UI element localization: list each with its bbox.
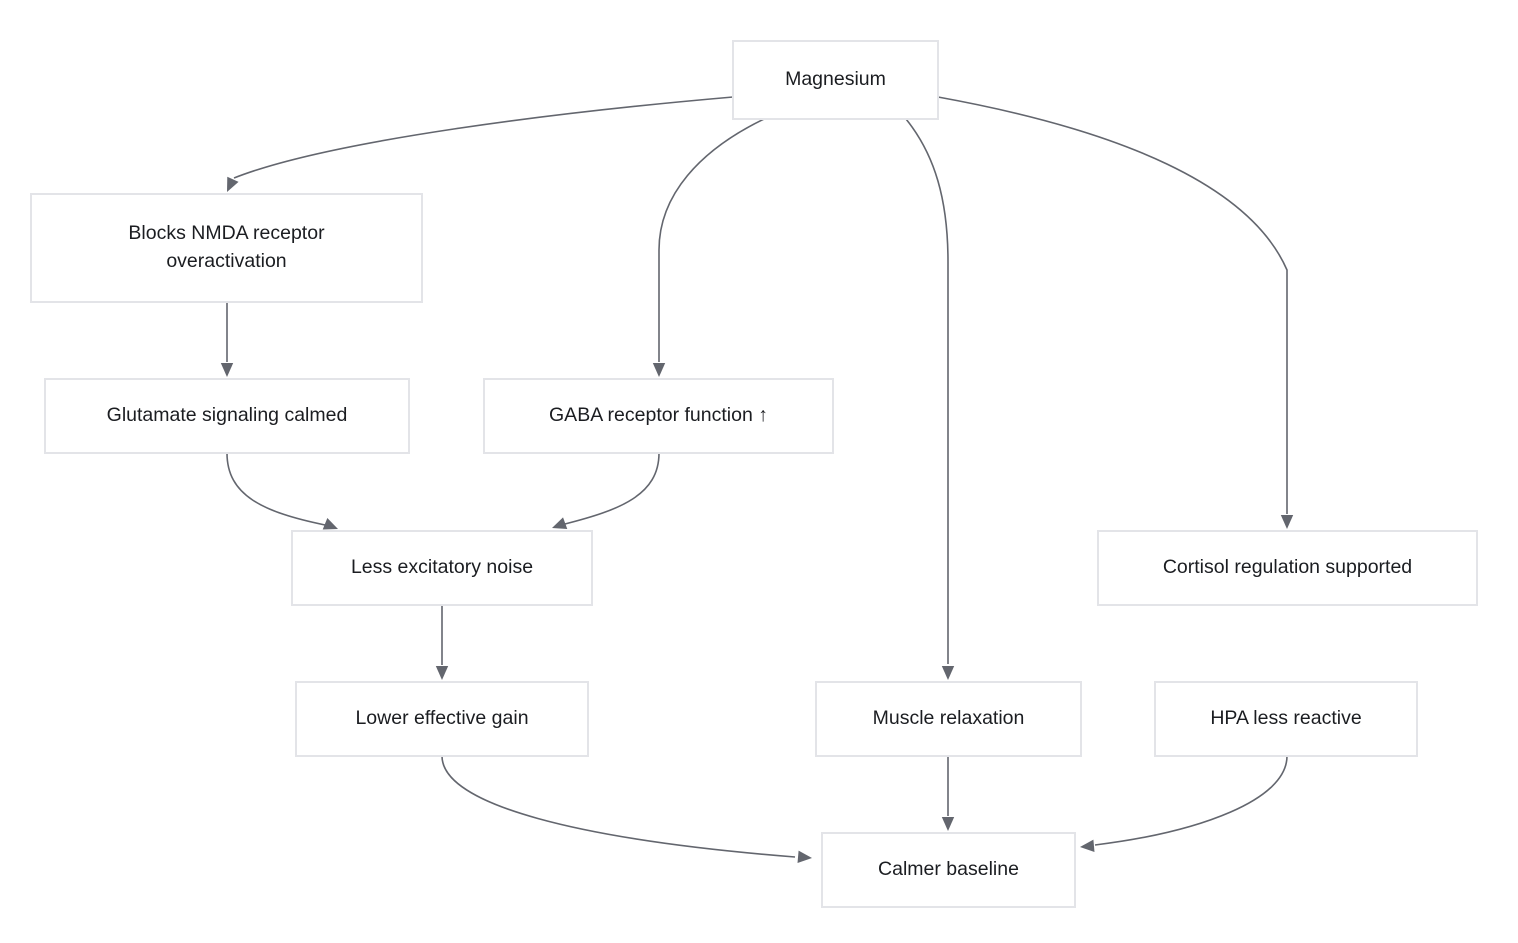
node-label: GABA receptor function ↑: [549, 404, 768, 426]
node-label: Lower effective gain: [355, 707, 528, 729]
node-label-line: overactivation: [166, 250, 286, 272]
edge-line: [658, 118, 765, 362]
edge-line: [1094, 755, 1288, 846]
arrowhead-icon: [652, 363, 666, 377]
node-cortisol[interactable]: Cortisol regulation supported: [1097, 530, 1478, 606]
edge-line: [905, 118, 949, 664]
node-box[interactable]: [1154, 681, 1418, 757]
edge-nmda-to-glutamate: [220, 302, 234, 377]
node-noise[interactable]: Less excitatory noise: [291, 530, 593, 606]
edge-line: [233, 96, 734, 179]
arrowhead-icon: [220, 363, 234, 377]
node-label-line: GABA receptor function ↑: [549, 404, 768, 426]
node-box[interactable]: [295, 681, 589, 757]
edge-glutamate-to-noise: [226, 452, 338, 530]
node-box[interactable]: [483, 378, 834, 454]
node-glutamate[interactable]: Glutamate signaling calmed: [44, 378, 410, 454]
node-label-line: Lower effective gain: [355, 707, 528, 729]
node-box[interactable]: [1097, 530, 1478, 606]
node-gaba[interactable]: GABA receptor function ↑: [483, 378, 834, 454]
edge-magnesium-to-muscle: [905, 118, 955, 680]
arrowhead-icon: [797, 850, 812, 863]
edge-line: [937, 96, 1288, 514]
node-box[interactable]: [815, 681, 1082, 757]
node-box[interactable]: [30, 193, 423, 303]
arrowhead-icon: [1080, 839, 1095, 852]
node-gain[interactable]: Lower effective gain: [295, 681, 589, 757]
edge-magnesium-to-nmda: [227, 96, 734, 192]
edge-magnesium-to-gaba: [652, 118, 765, 377]
node-label-line: Blocks NMDA receptor: [128, 222, 325, 244]
node-box[interactable]: [44, 378, 410, 454]
arrowhead-icon: [227, 176, 239, 192]
arrowhead-icon: [322, 518, 338, 530]
edge-line: [564, 452, 660, 525]
edge-noise-to-gain: [435, 605, 449, 680]
edge-muscle-to-calmer: [941, 756, 955, 831]
node-label: Cortisol regulation supported: [1163, 556, 1412, 578]
node-label-line: Less excitatory noise: [351, 556, 533, 578]
edge-magnesium-to-cortisol: [937, 96, 1294, 529]
node-label: Glutamate signaling calmed: [107, 404, 348, 426]
arrowhead-icon: [435, 666, 449, 680]
edge-gain-to-calmer: [441, 755, 812, 863]
node-box[interactable]: [732, 40, 939, 120]
node-label-line: Muscle relaxation: [873, 707, 1025, 729]
node-muscle[interactable]: Muscle relaxation: [815, 681, 1082, 757]
node-magnesium[interactable]: Magnesium: [732, 40, 939, 120]
edges-layer: [220, 96, 1294, 863]
edge-line: [441, 755, 796, 858]
node-label: Muscle relaxation: [873, 707, 1025, 729]
node-calmer[interactable]: Calmer baseline: [821, 832, 1076, 908]
node-box[interactable]: [821, 832, 1076, 908]
node-label: Blocks NMDA receptor overactivation: [128, 222, 325, 272]
node-label-line: HPA less reactive: [1210, 707, 1361, 729]
node-label-line: Cortisol regulation supported: [1163, 556, 1412, 578]
node-label: HPA less reactive: [1210, 707, 1361, 729]
node-nmda[interactable]: Blocks NMDA receptor overactivation: [30, 193, 423, 303]
arrowhead-icon: [941, 666, 955, 680]
node-label: Magnesium: [785, 68, 886, 90]
edge-gaba-to-noise: [552, 452, 660, 530]
edge-line: [226, 452, 326, 526]
node-box[interactable]: [291, 530, 593, 606]
edge-hpa-to-calmer: [1080, 755, 1288, 852]
arrowhead-icon: [1280, 515, 1294, 529]
node-label-line: Magnesium: [785, 68, 886, 90]
arrowhead-icon: [941, 817, 955, 831]
node-label: Less excitatory noise: [351, 556, 533, 578]
arrowhead-icon: [552, 517, 568, 530]
node-label-line: Calmer baseline: [878, 858, 1019, 880]
node-hpa[interactable]: HPA less reactive: [1154, 681, 1418, 757]
node-label: Calmer baseline: [878, 858, 1019, 880]
node-label-line: Glutamate signaling calmed: [107, 404, 348, 426]
